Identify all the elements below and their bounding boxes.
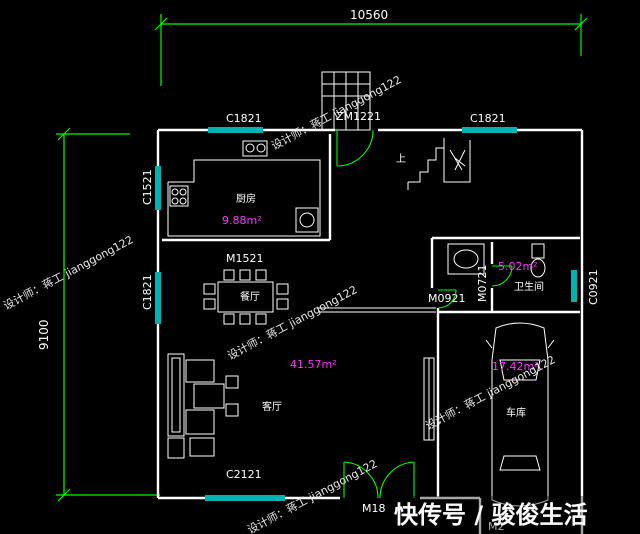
entry-door bbox=[336, 129, 374, 167]
total-width-label: 10560 bbox=[350, 8, 388, 22]
bath-area: 5.02m² bbox=[498, 260, 538, 273]
dimension-left: 9100 bbox=[37, 127, 160, 502]
window-label-living-bottom: C2121 bbox=[226, 468, 262, 481]
garage-car bbox=[485, 322, 555, 507]
interior-walls bbox=[162, 134, 580, 498]
dimension-top: 10560 bbox=[154, 8, 588, 86]
tv-cabinet bbox=[423, 357, 435, 441]
door-label-bath: M0721 bbox=[476, 265, 489, 303]
staircase: 上 bbox=[396, 138, 471, 190]
bath-fixtures bbox=[447, 243, 546, 287]
window-label-top-right: C1821 bbox=[470, 112, 506, 125]
bath-name: 卫生间 bbox=[514, 280, 544, 293]
stair-up-label: 上 bbox=[396, 153, 406, 165]
watermark-1: 设计师：蒋工 jianggong122 bbox=[269, 73, 403, 153]
kitchen-area: 9.88m² bbox=[222, 214, 262, 227]
kitchen-counters bbox=[167, 140, 321, 237]
garage-area: 17.42m² bbox=[492, 360, 539, 373]
window-label-dining-left: C1821 bbox=[141, 274, 154, 310]
garage-name: 车库 bbox=[506, 406, 526, 419]
total-depth-label: 9100 bbox=[37, 319, 51, 350]
window-label-kitchen-top: C1821 bbox=[226, 112, 262, 125]
door-label-dining: M1521 bbox=[226, 252, 264, 265]
hall-door bbox=[437, 289, 457, 309]
watermark-4: 设计师：蒋工 jianggong122 bbox=[423, 353, 557, 433]
entry-steps bbox=[321, 71, 371, 131]
door-label-front: M18 bbox=[362, 502, 386, 515]
window-label-kitchen-left: C1521 bbox=[141, 169, 154, 205]
door-label-garage: M2 bbox=[488, 520, 505, 533]
watermark-2: 设计师：蒋工 jianggong122 bbox=[1, 233, 135, 313]
window-label-bath-right: C0921 bbox=[587, 269, 600, 305]
dining-name: 餐厅 bbox=[240, 290, 260, 303]
dining-table bbox=[203, 269, 289, 325]
windows bbox=[155, 127, 577, 501]
door-label-hall: M0921 bbox=[428, 292, 466, 305]
living-area: 41.57m² bbox=[290, 358, 337, 371]
brand-overlay: 快传号 / 骏俊生活 bbox=[386, 496, 596, 534]
living-name: 客厅 bbox=[262, 400, 282, 413]
front-door bbox=[343, 461, 415, 499]
kitchen-name: 厨房 bbox=[236, 192, 256, 205]
living-sofa-set bbox=[167, 353, 239, 459]
